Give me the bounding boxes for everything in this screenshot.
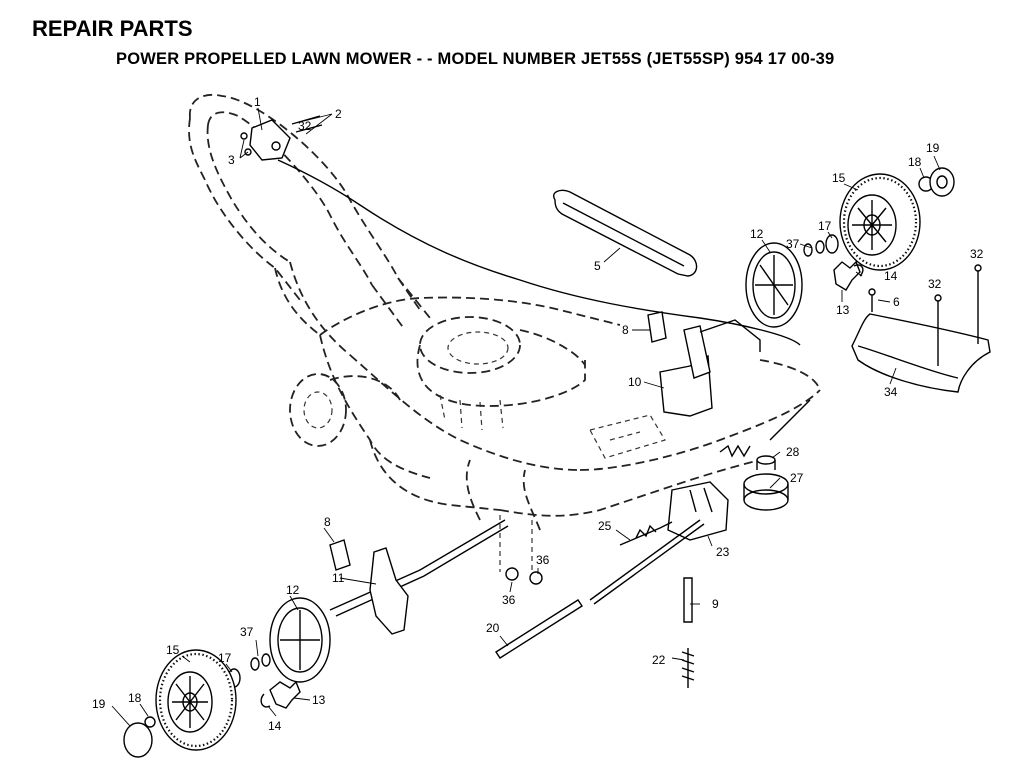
callout-25: 25 <box>598 519 612 533</box>
callout-6: 6 <box>893 295 900 309</box>
right-wheel-assembly <box>745 167 955 328</box>
callout-28: 28 <box>786 445 800 459</box>
control-bracket-part <box>240 115 323 161</box>
transmission-assembly <box>589 399 811 688</box>
callout-5: 5 <box>594 259 601 273</box>
rear-deflector-part <box>851 264 991 393</box>
deck-nuts <box>499 515 543 585</box>
callout-37-upper: 37 <box>786 237 800 251</box>
callout-32-top: 32 <box>298 119 312 133</box>
callout-labels: 1 2 3 5 6 8 8 9 10 11 12 12 13 13 14 14 … <box>92 95 984 733</box>
callout-3: 3 <box>228 153 235 167</box>
callout-32-right: 32 <box>970 247 984 261</box>
drive-bracket-upper <box>647 311 761 417</box>
callout-15-upper: 15 <box>832 171 846 185</box>
callout-19-lower: 19 <box>92 697 106 711</box>
callout-36-right: 36 <box>536 553 550 567</box>
callout-27: 27 <box>790 471 804 485</box>
callout-14-upper: 14 <box>884 269 898 283</box>
page-title: REPAIR PARTS <box>32 16 193 41</box>
callout-8-lower: 8 <box>324 515 331 529</box>
drive-belt-part <box>553 189 698 277</box>
callout-18-upper: 18 <box>908 155 922 169</box>
callout-13-upper: 13 <box>836 303 850 317</box>
callout-2: 2 <box>335 107 342 121</box>
callout-9: 9 <box>712 597 719 611</box>
callout-23: 23 <box>716 545 730 559</box>
callout-13-lower: 13 <box>312 693 326 707</box>
callout-11: 11 <box>332 571 345 585</box>
callout-17-upper: 17 <box>818 219 832 233</box>
mower-outline <box>188 94 821 531</box>
control-cable <box>277 159 801 346</box>
callout-10: 10 <box>628 375 642 389</box>
callout-17-lower: 17 <box>218 651 232 665</box>
callout-19-upper: 19 <box>926 141 940 155</box>
left-wheel-assembly <box>123 519 509 758</box>
callout-15-lower: 15 <box>166 643 180 657</box>
callout-36-left: 36 <box>502 593 516 607</box>
rear-axle-part <box>495 599 583 659</box>
callout-18-lower: 18 <box>128 691 142 705</box>
callout-12-lower: 12 <box>286 583 300 597</box>
callout-14-lower: 14 <box>268 719 282 733</box>
page-subtitle: POWER PROPELLED LAWN MOWER - - MODEL NUM… <box>116 50 835 68</box>
callout-22: 22 <box>652 653 666 667</box>
callout-34: 34 <box>884 385 898 399</box>
callout-12-upper: 12 <box>750 227 764 241</box>
callout-37-lower: 37 <box>240 625 254 639</box>
callout-20: 20 <box>486 621 500 635</box>
callout-8-upper: 8 <box>622 323 629 337</box>
leader-lines <box>111 107 941 727</box>
callout-1: 1 <box>254 95 261 109</box>
callout-32-left: 32 <box>928 277 942 291</box>
